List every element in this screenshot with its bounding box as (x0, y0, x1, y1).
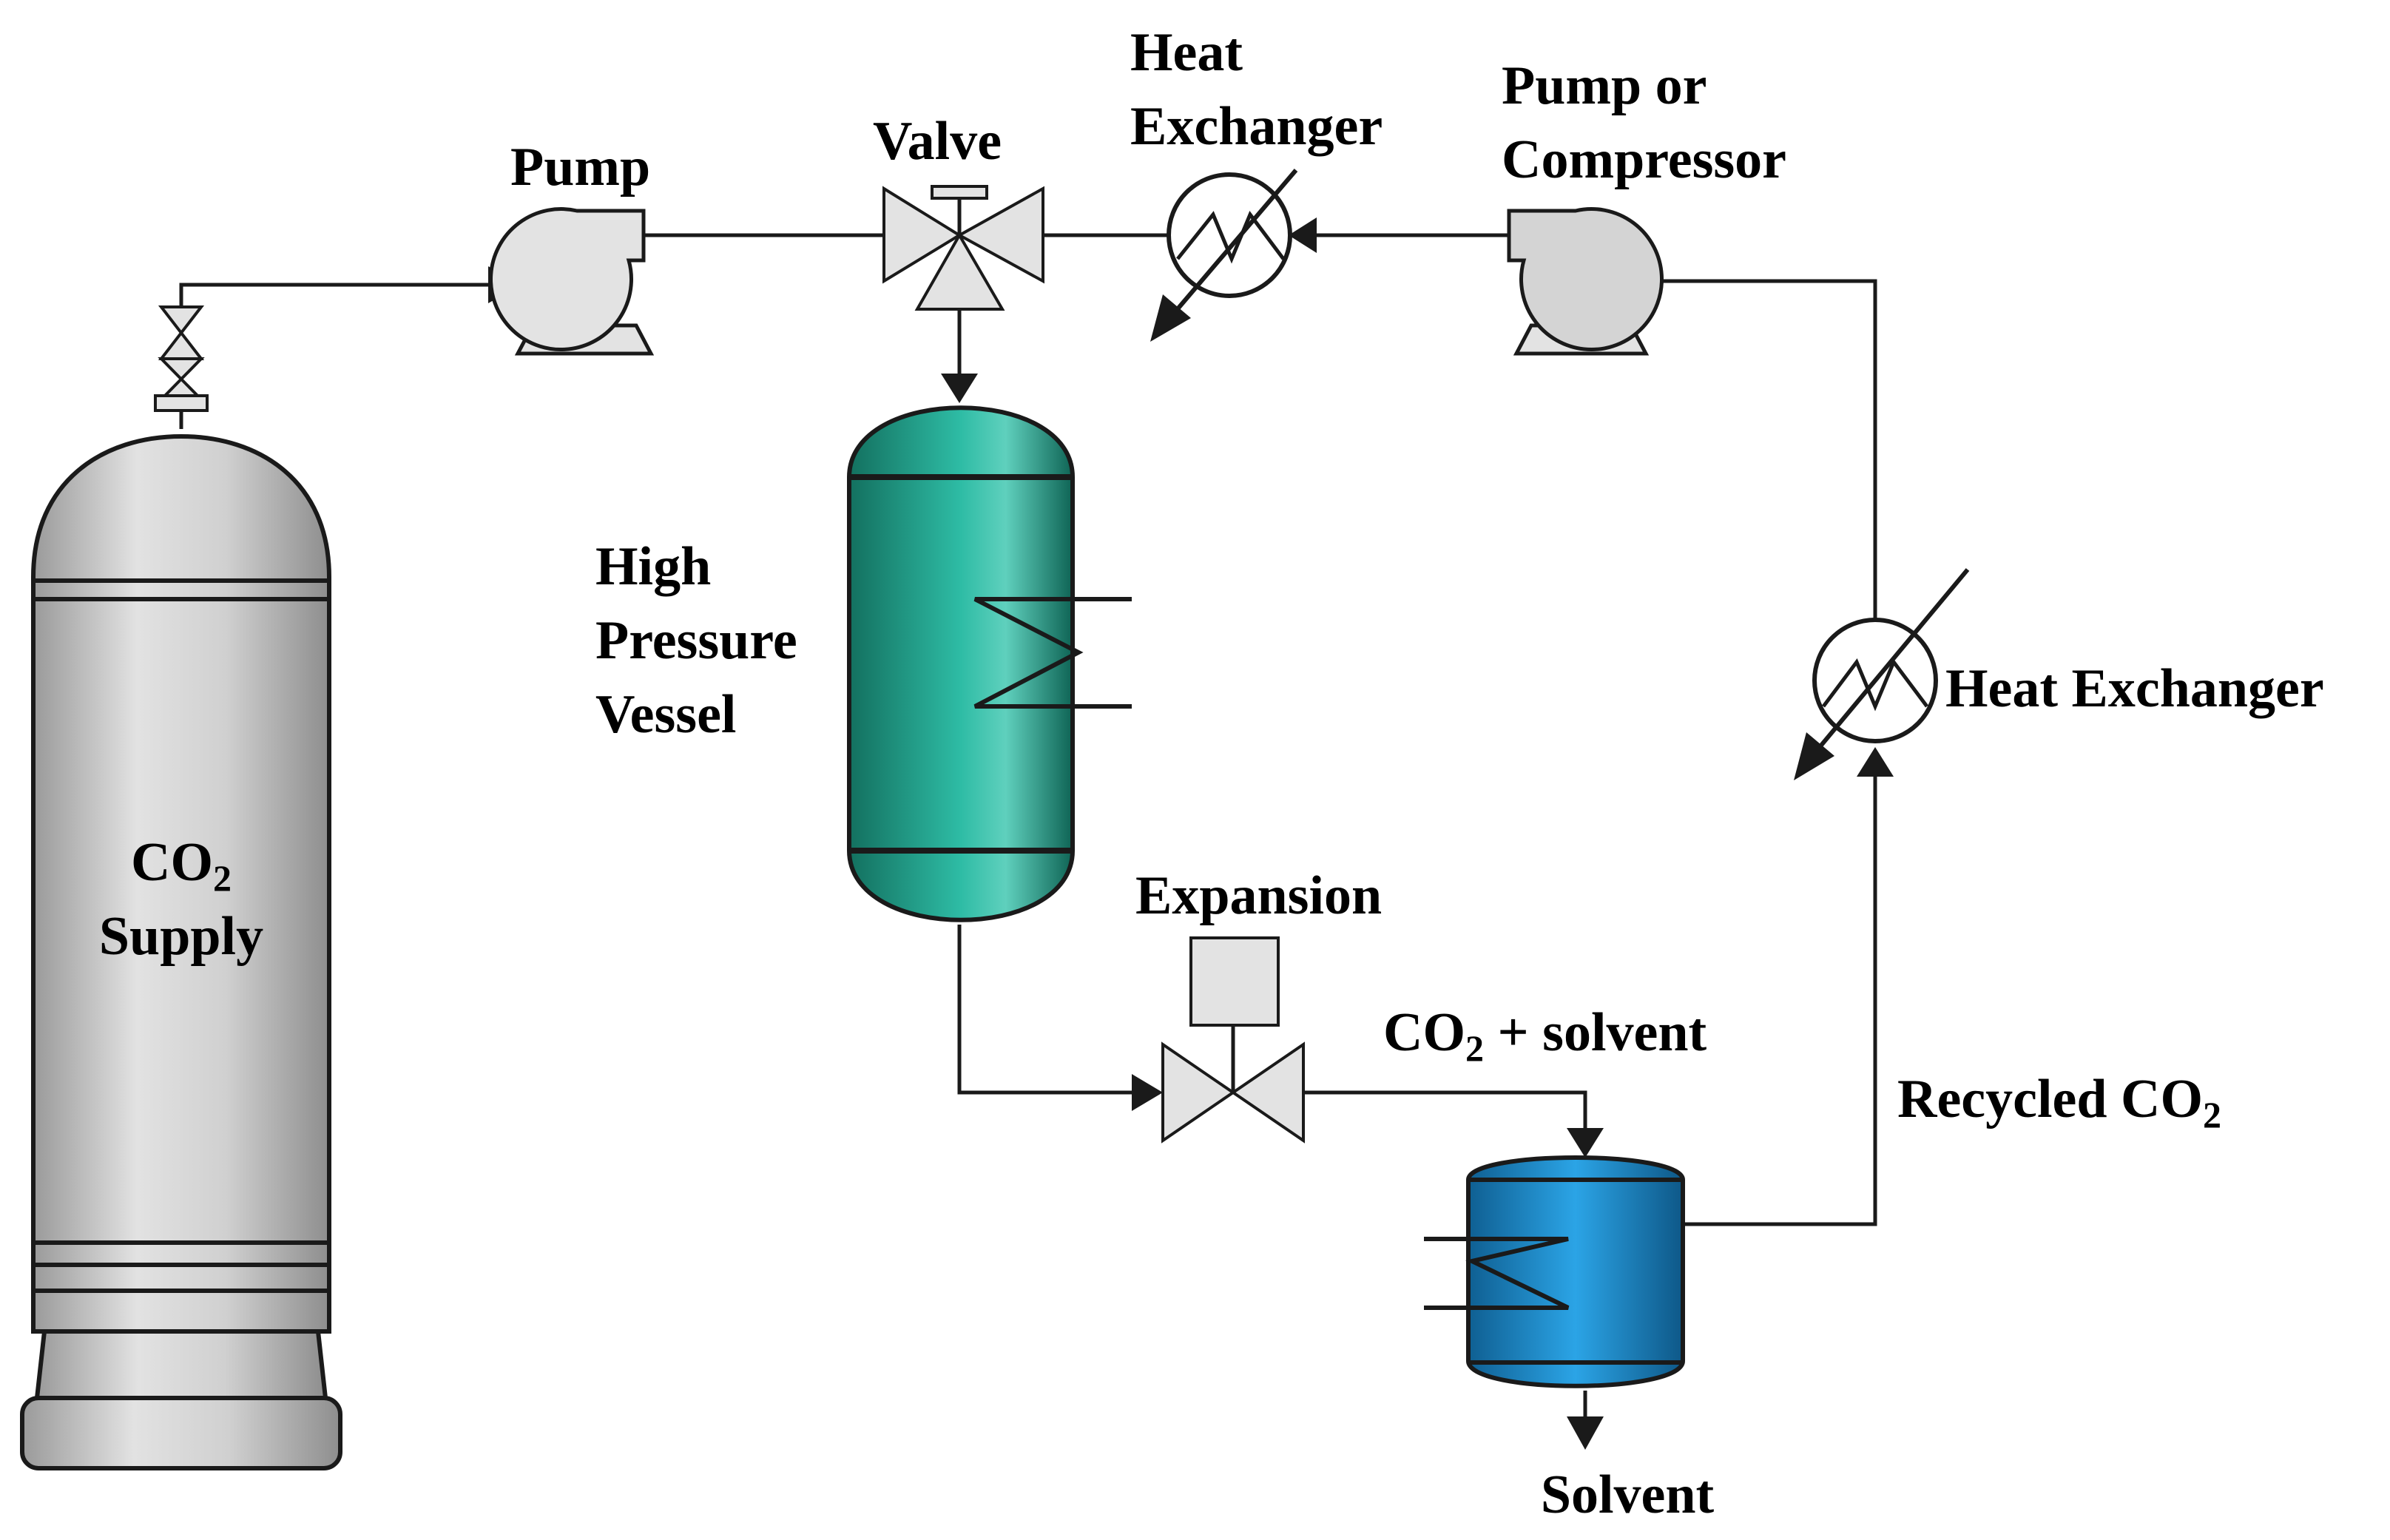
solvent-label: Solvent (1541, 1465, 1715, 1525)
co2-supply-label-line2: Supply (99, 906, 263, 967)
heat-exchanger-right-coil (1822, 658, 1928, 712)
hpv-label-line2: Pressure (595, 610, 797, 671)
separator-vessel: Solvent (1424, 1155, 1715, 1525)
heat-exchanger-top-label-line1: Heat (1130, 22, 1243, 83)
heat-exchanger-top-label-line2: Exchanger (1130, 96, 1383, 157)
expansion-actuator (1189, 936, 1280, 1027)
three-way-valve: Valve (873, 111, 1044, 311)
vessel-heating-coil (973, 597, 1132, 709)
valve-left-triangle (882, 186, 962, 284)
arrow-solvent-out (1567, 1416, 1604, 1450)
expansion-right-triangle (1230, 1041, 1305, 1144)
expansion-label: Expansion (1135, 865, 1382, 926)
cylinder-base (20, 1396, 342, 1470)
valve-label: Valve (873, 111, 1002, 172)
pipe-cylinder-to-pump (179, 283, 503, 429)
pump-or-compressor-label-line2: Compressor (1502, 129, 1786, 190)
cylinder-valve-base (154, 394, 209, 412)
co2-supply-cylinder: CO2 Supply (20, 305, 342, 1470)
arrow-to-right-heat-exchanger (1857, 747, 1894, 777)
recycled-co2-label: Recycled CO2 (1897, 1069, 2221, 1135)
heat-exchanger-top-arrow-icon (1150, 294, 1191, 342)
arrow-to-separator (1567, 1128, 1604, 1158)
pipe-expansion-to-separator (1302, 1090, 1587, 1132)
hpv-label-line1: High (595, 536, 711, 597)
high-pressure-vessel: High Pressure Vessel (595, 405, 1132, 922)
co2-supply-label-line1: CO2 (131, 832, 232, 899)
valve-right-triangle (956, 186, 1044, 284)
heat-exchanger-top-coil (1176, 211, 1285, 264)
cylinder-valve-lower (158, 357, 205, 401)
separator-coil (1424, 1237, 1570, 1310)
expansion-left-triangle (1161, 1041, 1236, 1144)
arrow-to-heat-exchanger (1289, 217, 1317, 253)
compressor-casing (1507, 207, 1664, 351)
vessel-body (847, 405, 1075, 922)
cylinder-body (31, 433, 331, 1334)
arrow-to-vessel (941, 374, 978, 403)
pipe-recycle-up (1683, 777, 1877, 1226)
heat-exchanger-right: Heat Exchanger (1794, 568, 2324, 780)
cylinder-foot (34, 1329, 328, 1400)
heat-exchanger-top-shell (1167, 172, 1292, 298)
pipe-recycle-to-compressor (1650, 279, 1877, 629)
hpv-label-line3: Vessel (595, 684, 737, 745)
valve-bottom-triangle (914, 232, 1005, 311)
expansion-valve: Expansion (1135, 865, 1382, 1144)
heat-exchanger-right-label: Heat Exchanger (1945, 658, 2324, 719)
arrow-to-expansion (1132, 1074, 1163, 1111)
co2-solvent-label: CO2 + solvent (1383, 1002, 1707, 1069)
heat-exchanger-top: Heat Exchanger (1130, 22, 1383, 342)
pump-or-compressor-label-line1: Pump or (1502, 55, 1707, 116)
pump-label: Pump (510, 137, 650, 197)
pump-or-compressor: Pump or Compressor (1502, 55, 1786, 356)
heat-exchanger-right-arrow-icon (1794, 732, 1834, 780)
separator-body (1466, 1155, 1685, 1388)
pipe-vessel-to-expansion (957, 925, 1143, 1095)
cylinder-valve (158, 305, 205, 360)
pump-casing (488, 207, 646, 351)
pump: Pump (488, 137, 655, 356)
valve-handle (931, 185, 988, 200)
